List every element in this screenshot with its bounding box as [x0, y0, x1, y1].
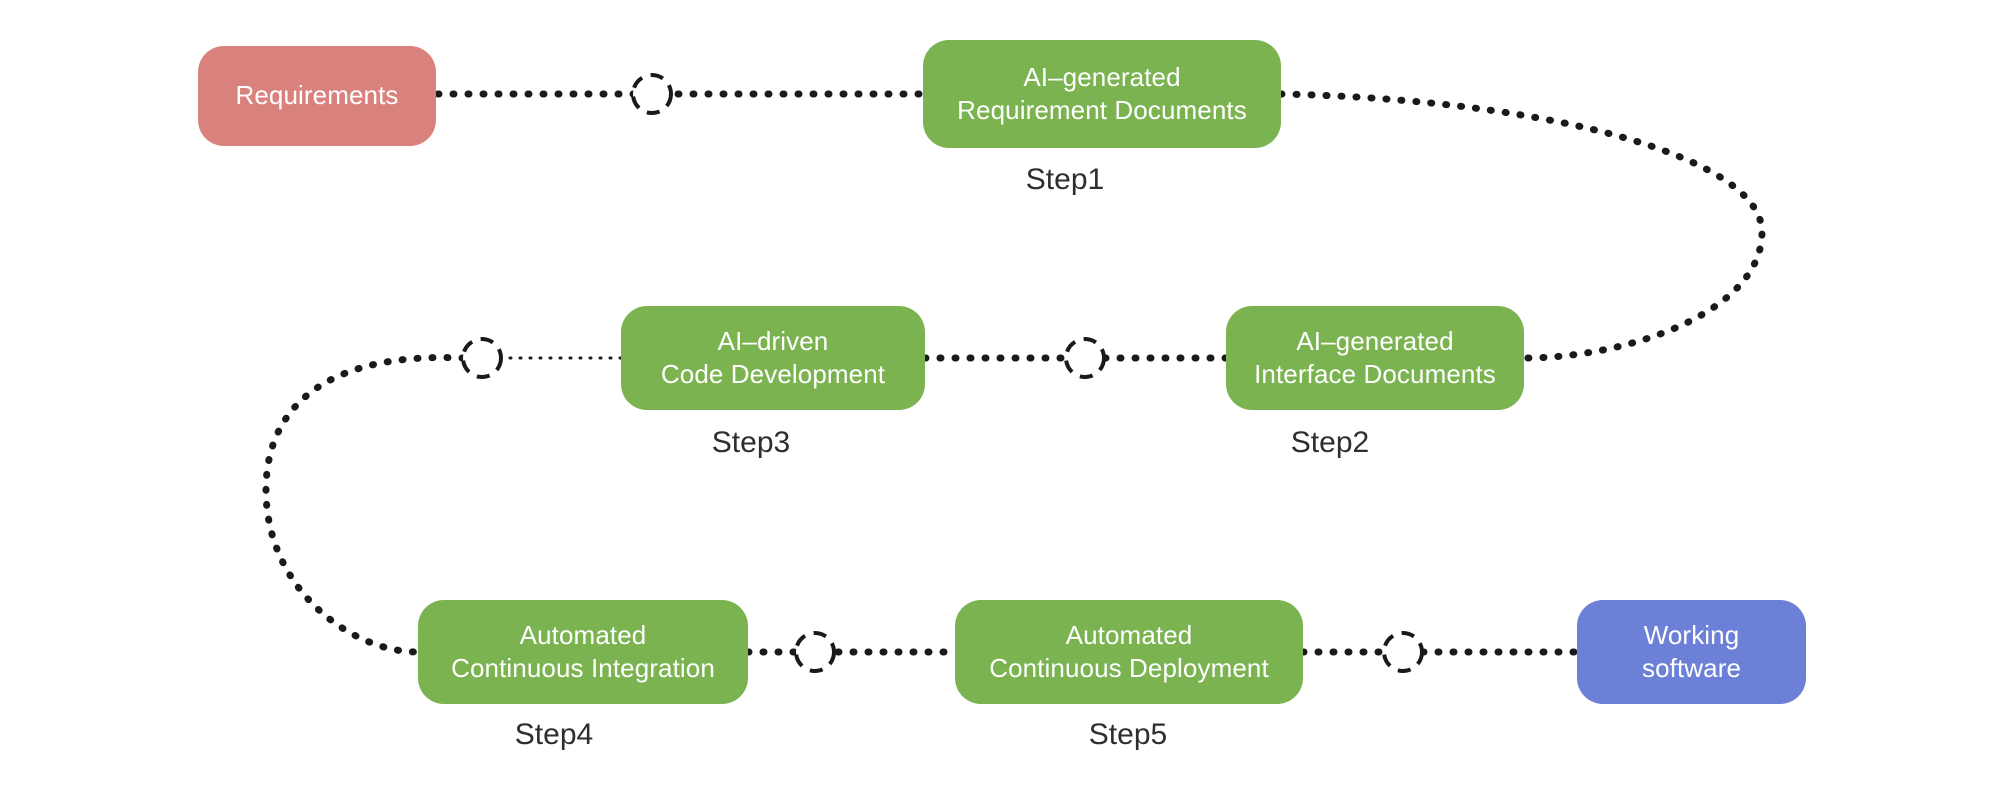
connector-junction-to-step4 — [262, 354, 467, 656]
node-ai-driven-code-development[interactable]: AI–driven Code Development — [621, 306, 925, 410]
step-label-step2: Step2 — [1290, 426, 1370, 459]
node-requirements[interactable]: Requirements — [198, 46, 436, 146]
node-label-line2: Requirement Documents — [957, 95, 1247, 125]
node-label-line1: Automated — [1065, 619, 1193, 650]
node-label-line2: Continuous Deployment — [989, 653, 1269, 683]
node-label-line1: Automated — [519, 619, 647, 650]
connector-step1-to-step2 — [1277, 90, 1766, 362]
step-label-step4: Step4 — [514, 718, 594, 751]
node-label-line1: Requirements — [235, 80, 399, 111]
node-label-line1: AI–driven — [717, 325, 829, 356]
step-label-step1: Step1 — [1025, 163, 1105, 196]
junction-circle-junction-d[interactable] — [794, 631, 836, 673]
junction-circle-junction-c[interactable] — [461, 337, 503, 379]
node-label-line2: Continuous Integration — [451, 653, 715, 683]
junction-circle-junction-e[interactable] — [1382, 631, 1424, 673]
node-label-line1: AI–generated — [1296, 325, 1454, 356]
node-label-line1: AI–generated — [1023, 61, 1181, 92]
node-label-line2: software — [1641, 653, 1742, 683]
node-label-line1: Working — [1643, 619, 1740, 650]
node-automated-continuous-deployment[interactable]: Automated Continuous Deployment — [955, 600, 1303, 704]
node-automated-continuous-integration[interactable]: Automated Continuous Integration — [418, 600, 748, 704]
junction-circle-junction-a[interactable] — [631, 73, 673, 115]
step-label-step3: Step3 — [711, 426, 791, 459]
node-working-software[interactable]: Working software — [1577, 600, 1806, 704]
node-label-line2: Interface Documents — [1254, 359, 1496, 389]
node-label-line2: Code Development — [660, 359, 886, 389]
node-ai-generated-interface-documents[interactable]: AI–generated Interface Documents — [1226, 306, 1524, 410]
node-ai-generated-requirement-documents[interactable]: AI–generated Requirement Documents — [923, 40, 1281, 148]
junction-circle-junction-b[interactable] — [1064, 337, 1106, 379]
step-label-step5: Step5 — [1088, 718, 1168, 751]
